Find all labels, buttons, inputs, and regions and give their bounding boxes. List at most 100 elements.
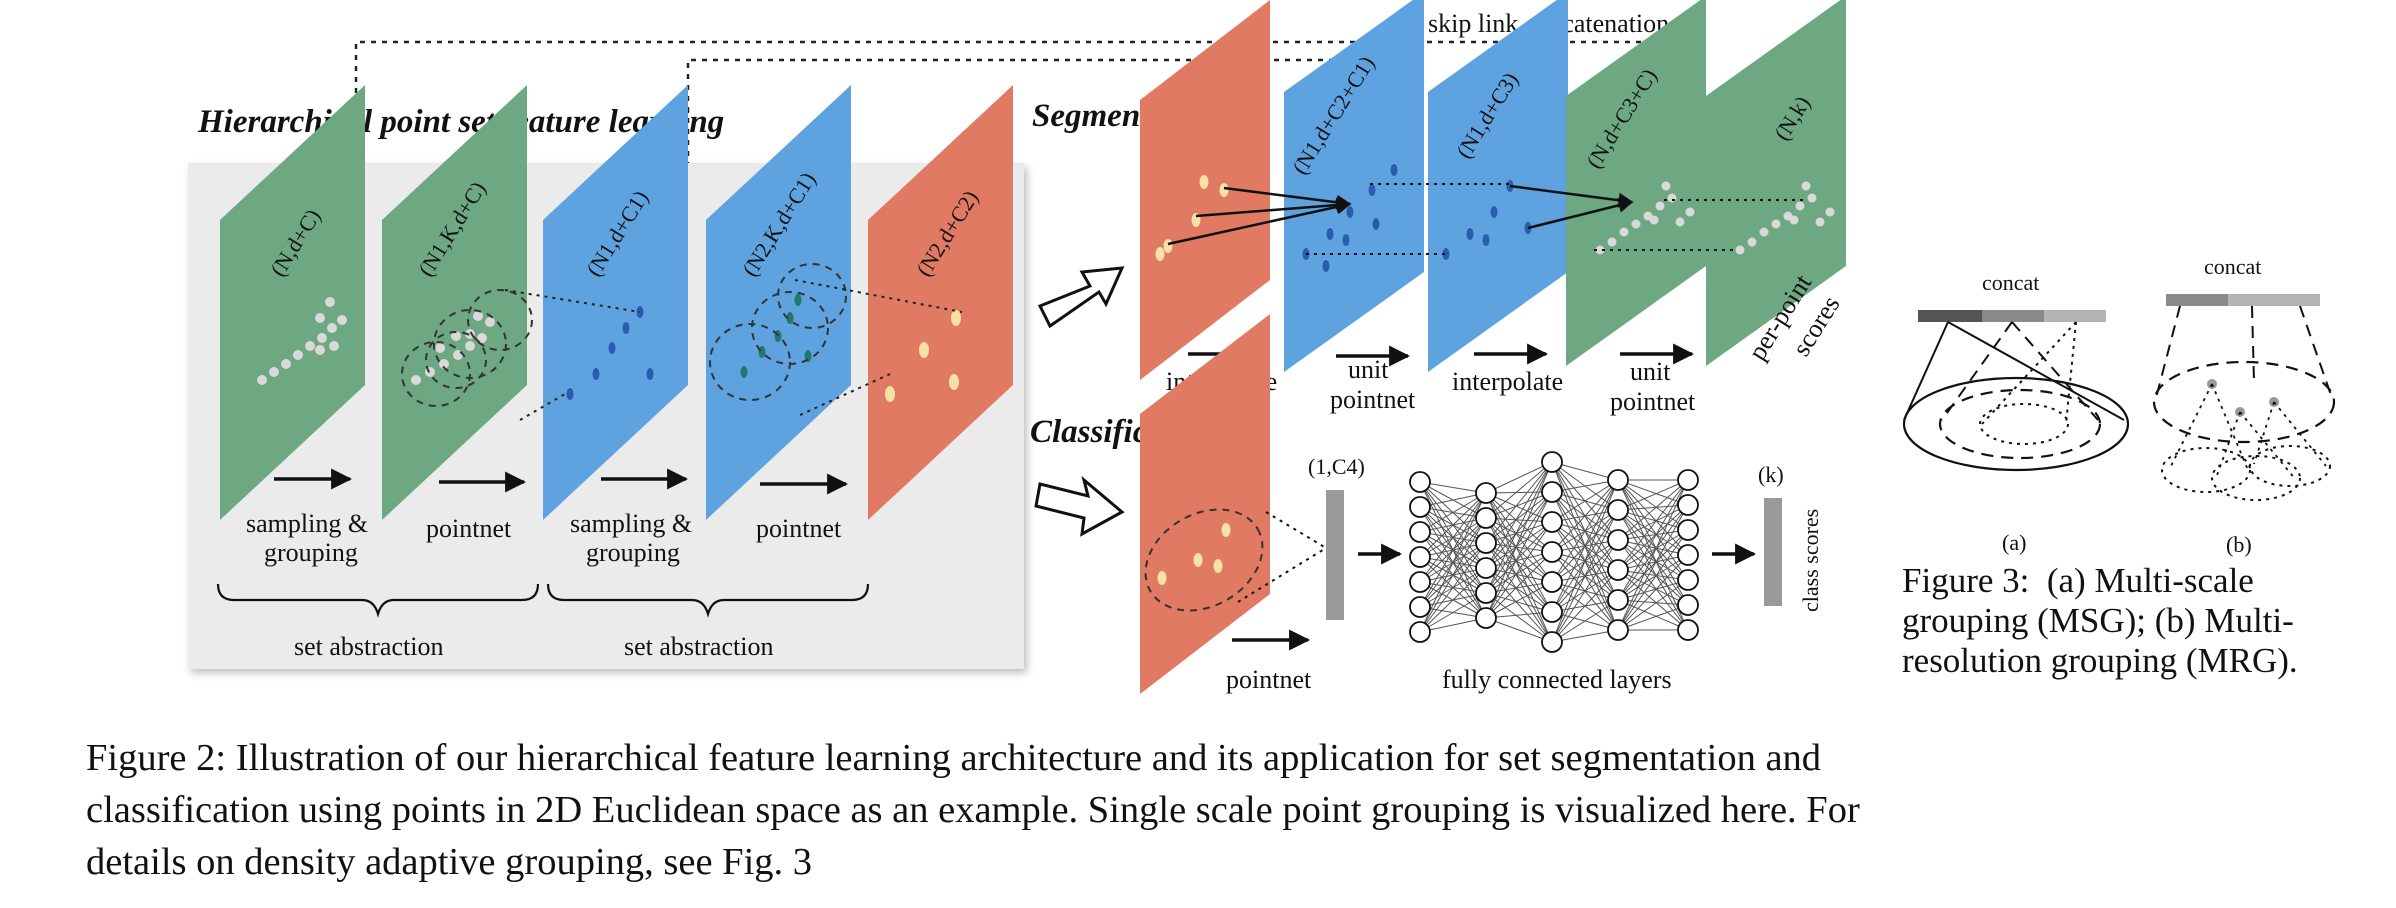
fig3-caption-line-3: resolution grouping (MRG). (1902, 641, 2298, 680)
input-point (337, 315, 347, 325)
seg-unit-point (1482, 234, 1490, 246)
fc-edge (1617, 554, 1689, 631)
seg-full-point (1607, 237, 1617, 247)
fc-edge (1617, 579, 1689, 631)
fc-edge (1419, 492, 1487, 583)
sampled-point-2 (885, 386, 895, 402)
global-feature-label: (1,C4) (1308, 454, 1365, 479)
seg-plane-scores: (N,k) (1706, 0, 1846, 366)
seg-plane-scores-surface (1706, 0, 1846, 366)
seg-plane-unit-1: (N1,d+C3) (1428, 0, 1568, 372)
fc-edge (1419, 567, 1487, 633)
fc-edge (1419, 492, 1487, 558)
seg-plane-interp-1-surface (1284, 0, 1424, 372)
fc-neuron (1475, 482, 1497, 504)
grouping-connectors (504, 279, 963, 421)
seg-full-point (1667, 193, 1677, 203)
fc-neuron (1409, 521, 1431, 543)
seg-plane-interp-2-surface (1566, 0, 1706, 366)
grouped-point (473, 311, 483, 321)
fc-edge (1485, 461, 1553, 619)
fc-edge (1617, 554, 1689, 601)
figure-2-caption: Figure 2: Illustration of our hierarchic… (86, 737, 1860, 883)
seg-score-point (1789, 215, 1799, 225)
grouped-point (411, 375, 421, 385)
plane-grouped-2: (N2,K,d+C1) (706, 85, 851, 520)
step-label-pn1: pointnet (426, 514, 512, 543)
grouped-point-2 (804, 350, 812, 362)
seg-full-point (1655, 201, 1665, 211)
fc-edge (1617, 539, 1689, 581)
fc-edge (1617, 479, 1689, 631)
fc-edge (1617, 479, 1689, 541)
input-point (293, 350, 303, 360)
fc-neuron (1607, 589, 1629, 611)
fc-edge (1485, 567, 1553, 643)
grouping-ball (401, 341, 471, 407)
fc-edge (1617, 539, 1689, 556)
grouping-ball (777, 263, 847, 329)
seg-unit-point (1466, 228, 1474, 240)
fc-edge (1419, 617, 1487, 633)
fig3-concat-b: concat (2204, 254, 2261, 279)
interpolation-lines (1167, 184, 1634, 246)
fc-edge (1485, 617, 1553, 643)
seg-full-point (1595, 245, 1605, 255)
fc-edge (1551, 599, 1619, 643)
input-point (327, 323, 337, 333)
fc-edge (1419, 492, 1487, 633)
fc-neuron (1475, 582, 1497, 604)
fc-edge (1485, 517, 1553, 583)
fc-edge (1617, 504, 1689, 631)
seg-plane-interp-2: (N,d+C3+C) (1566, 0, 1706, 366)
fc-neuron (1607, 469, 1629, 491)
fc-edge (1485, 491, 1553, 619)
seg-interp-point (1322, 260, 1330, 272)
sampled-point-2 (919, 342, 929, 358)
fc-edge (1485, 542, 1553, 553)
fc-neuron (1677, 569, 1699, 591)
fc-edge (1485, 581, 1553, 619)
seg-full-point (1649, 215, 1659, 225)
fc-neuron (1541, 451, 1563, 473)
fc-edge (1485, 461, 1553, 519)
fc-edge (1485, 491, 1553, 494)
step-label-sg1: sampling & (246, 509, 368, 538)
seg-score-point (1825, 207, 1835, 217)
fc-edge (1551, 461, 1619, 481)
grouped-point-2 (740, 366, 748, 378)
set-abstraction-label-2: set abstraction (624, 632, 773, 661)
fc-edge (1485, 461, 1553, 544)
fc-edge (1617, 479, 1689, 601)
fc-edge (1419, 481, 1487, 494)
fc-neuron (1677, 519, 1699, 541)
cls-plane-input-surface (1140, 314, 1270, 694)
seg-plane-unit-1-surface (1428, 0, 1568, 372)
fc-edge (1617, 604, 1689, 631)
fc-neuron (1541, 631, 1563, 653)
fc-edge (1617, 539, 1689, 606)
fig3-concat-a: concat (1982, 270, 2039, 295)
fig3-caption-line-2: grouping (MSG); (b) Multi- (1902, 601, 2294, 640)
grouped-point-2 (786, 312, 794, 324)
fc-edge (1485, 491, 1553, 569)
plane-sampled-2: (N2,d+C2) (868, 85, 1013, 520)
cls-point (1157, 571, 1167, 585)
class-score-dim: (k) (1758, 462, 1784, 487)
set-abstraction-braces (216, 583, 870, 618)
step-arrows (274, 468, 849, 495)
seg-full-point (1661, 181, 1671, 191)
fc-edge (1485, 517, 1553, 523)
fc-edge (1617, 479, 1689, 556)
fc-neuron (1541, 601, 1563, 623)
plane-grouped-1-surface (382, 85, 527, 520)
fc-edge (1485, 491, 1553, 544)
plane-sampled-1-surface (543, 85, 688, 520)
input-point (305, 341, 315, 351)
global-feature-vector (1326, 490, 1344, 620)
cls-point (1213, 559, 1223, 573)
fc-edge (1485, 492, 1553, 613)
input-point (325, 297, 335, 307)
step-label-sg1-b: grouping (264, 538, 358, 567)
fc-neuron (1475, 607, 1497, 629)
